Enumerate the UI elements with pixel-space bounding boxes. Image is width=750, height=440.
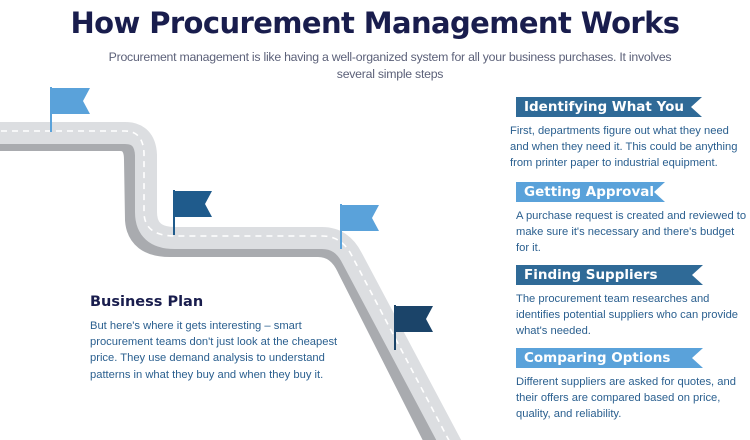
step-getting-approval: Getting Approval A purchase request is c…: [510, 182, 750, 257]
flag-icon: [173, 190, 212, 235]
flag-icon: [394, 305, 433, 350]
road-surface: [0, 122, 462, 440]
step-banner: Identifying What You Need: [516, 97, 702, 117]
flag-icon: [50, 87, 90, 132]
step-description: Different suppliers are asked for quotes…: [516, 376, 736, 421]
step-banner: Finding Suppliers: [516, 265, 703, 285]
step-description: The procurement team researches and iden…: [516, 293, 739, 338]
step-comparing-options: Comparing Options Different suppliers ar…: [510, 348, 750, 423]
step-identifying-need: Identifying What You Need First, departm…: [510, 97, 750, 172]
step-finding-suppliers: Finding Suppliers The procurement team r…: [510, 265, 750, 340]
road-center-line: [0, 130, 450, 440]
step-banner: Comparing Options: [516, 348, 703, 368]
business-plan-text: But here's where it gets interesting – s…: [90, 320, 338, 381]
page-title: How Procurement Management Works: [70, 6, 681, 40]
business-plan-title: Business Plan: [90, 294, 204, 310]
step-banner: Getting Approval: [516, 182, 665, 202]
step-description: A purchase request is created and review…: [516, 210, 747, 255]
page-subtitle: Procurement management is like having a …: [108, 50, 672, 81]
step-description: First, departments figure out what they …: [510, 125, 738, 170]
flag-icon: [340, 204, 379, 249]
